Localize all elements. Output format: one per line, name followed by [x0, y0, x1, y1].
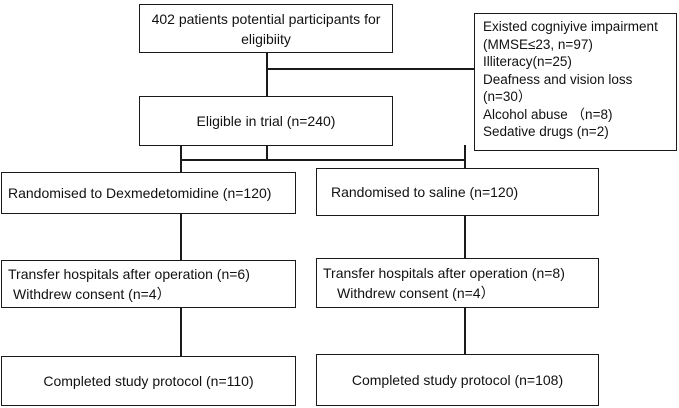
left-completed-box: Completed study protocol (n=110) — [1, 356, 296, 406]
connector-right-rand-to-transfer — [464, 215, 466, 258]
exclusion-line: (n=30） — [483, 89, 532, 104]
eligible-label: Eligible in trial (n=240) — [196, 112, 336, 129]
potential-line-1: 402 patients potential participants for — [151, 10, 381, 27]
connector-right-transfer-to-complete — [464, 307, 466, 354]
exclusion-box: Existed cogniyive impairment (MMSE≤23, n… — [474, 13, 677, 151]
left-transfer-line-2: Withdrew consent (n=4） — [13, 286, 171, 302]
connector-to-exclusion — [266, 68, 474, 70]
connector-eligible-down — [266, 145, 268, 160]
randomised-saline-label: Randomised to saline (n=120) — [331, 183, 519, 200]
randomised-dex-label: Randomised to Dexmedetomidine (n=120) — [8, 184, 272, 201]
exclusion-line: Deafness and vision loss — [483, 71, 633, 87]
right-transfer-withdrew-box: Transfer hospitals after operation (n=8)… — [316, 258, 599, 308]
exclusion-line: Alcohol abuse （n=8) — [483, 106, 613, 122]
connector-split-left — [180, 145, 182, 172]
right-completed-label: Completed study protocol (n=108) — [351, 371, 564, 388]
connector-split-right — [464, 145, 466, 168]
randomised-dexmedetomidine-box: Randomised to Dexmedetomidine (n=120) — [1, 172, 296, 214]
left-completed-label: Completed study protocol (n=110) — [43, 372, 254, 389]
potential-line-2: eligibiity — [241, 30, 291, 47]
randomised-saline-box: Randomised to saline (n=120) — [316, 168, 599, 216]
left-transfer-withdrew-box: Transfer hospitals after operation (n=6)… — [1, 260, 296, 308]
right-completed-box: Completed study protocol (n=108) — [316, 354, 599, 406]
exclusion-line: (MMSE≤23, n=97) — [483, 36, 593, 52]
exclusion-line: Illiteracy(n=25) — [483, 54, 572, 69]
exclusion-line: Sedative drugs (n=2) — [483, 124, 609, 139]
potential-participants-box: 402 patients potential participants for … — [139, 4, 393, 53]
eligible-box: Eligible in trial (n=240) — [139, 96, 393, 146]
right-transfer-line-1: Transfer hospitals after operation (n=8) — [323, 265, 565, 281]
right-transfer-line-2: Withdrew consent (n=4） — [337, 285, 495, 301]
exclusion-line: Existed cogniyive impairment — [483, 19, 658, 34]
left-transfer-line-1: Transfer hospitals after operation (n=6) — [8, 266, 250, 282]
connector-split — [180, 159, 465, 161]
connector-left-rand-to-transfer — [180, 213, 182, 260]
connector-potential-to-eligible — [266, 52, 268, 96]
connector-left-transfer-to-complete — [180, 307, 182, 356]
